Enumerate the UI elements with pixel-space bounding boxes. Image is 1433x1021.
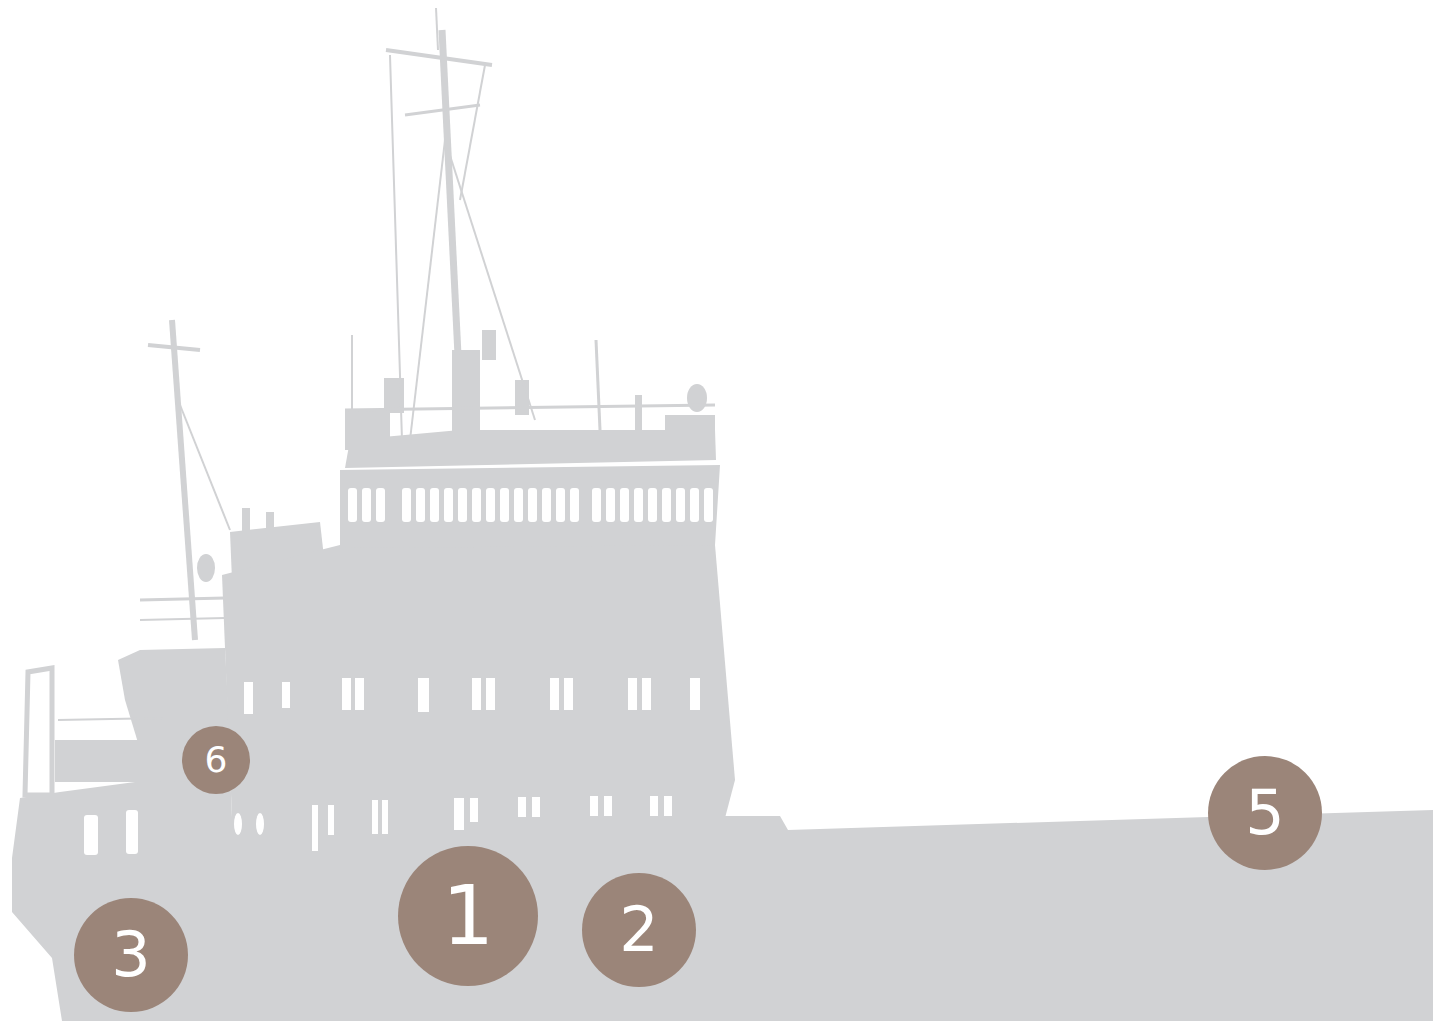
callout-marker: 1 xyxy=(398,846,538,986)
callout-marker: 6 xyxy=(182,726,250,794)
callout-number: 6 xyxy=(205,742,228,778)
callout-number: 5 xyxy=(1245,782,1284,844)
callout-number: 1 xyxy=(442,875,494,957)
callout-marker: 5 xyxy=(1208,756,1322,870)
callout-marker: 2 xyxy=(582,873,696,987)
callout-marker: 3 xyxy=(74,898,188,1012)
callout-number: 2 xyxy=(619,899,658,961)
callout-number: 3 xyxy=(111,924,150,986)
